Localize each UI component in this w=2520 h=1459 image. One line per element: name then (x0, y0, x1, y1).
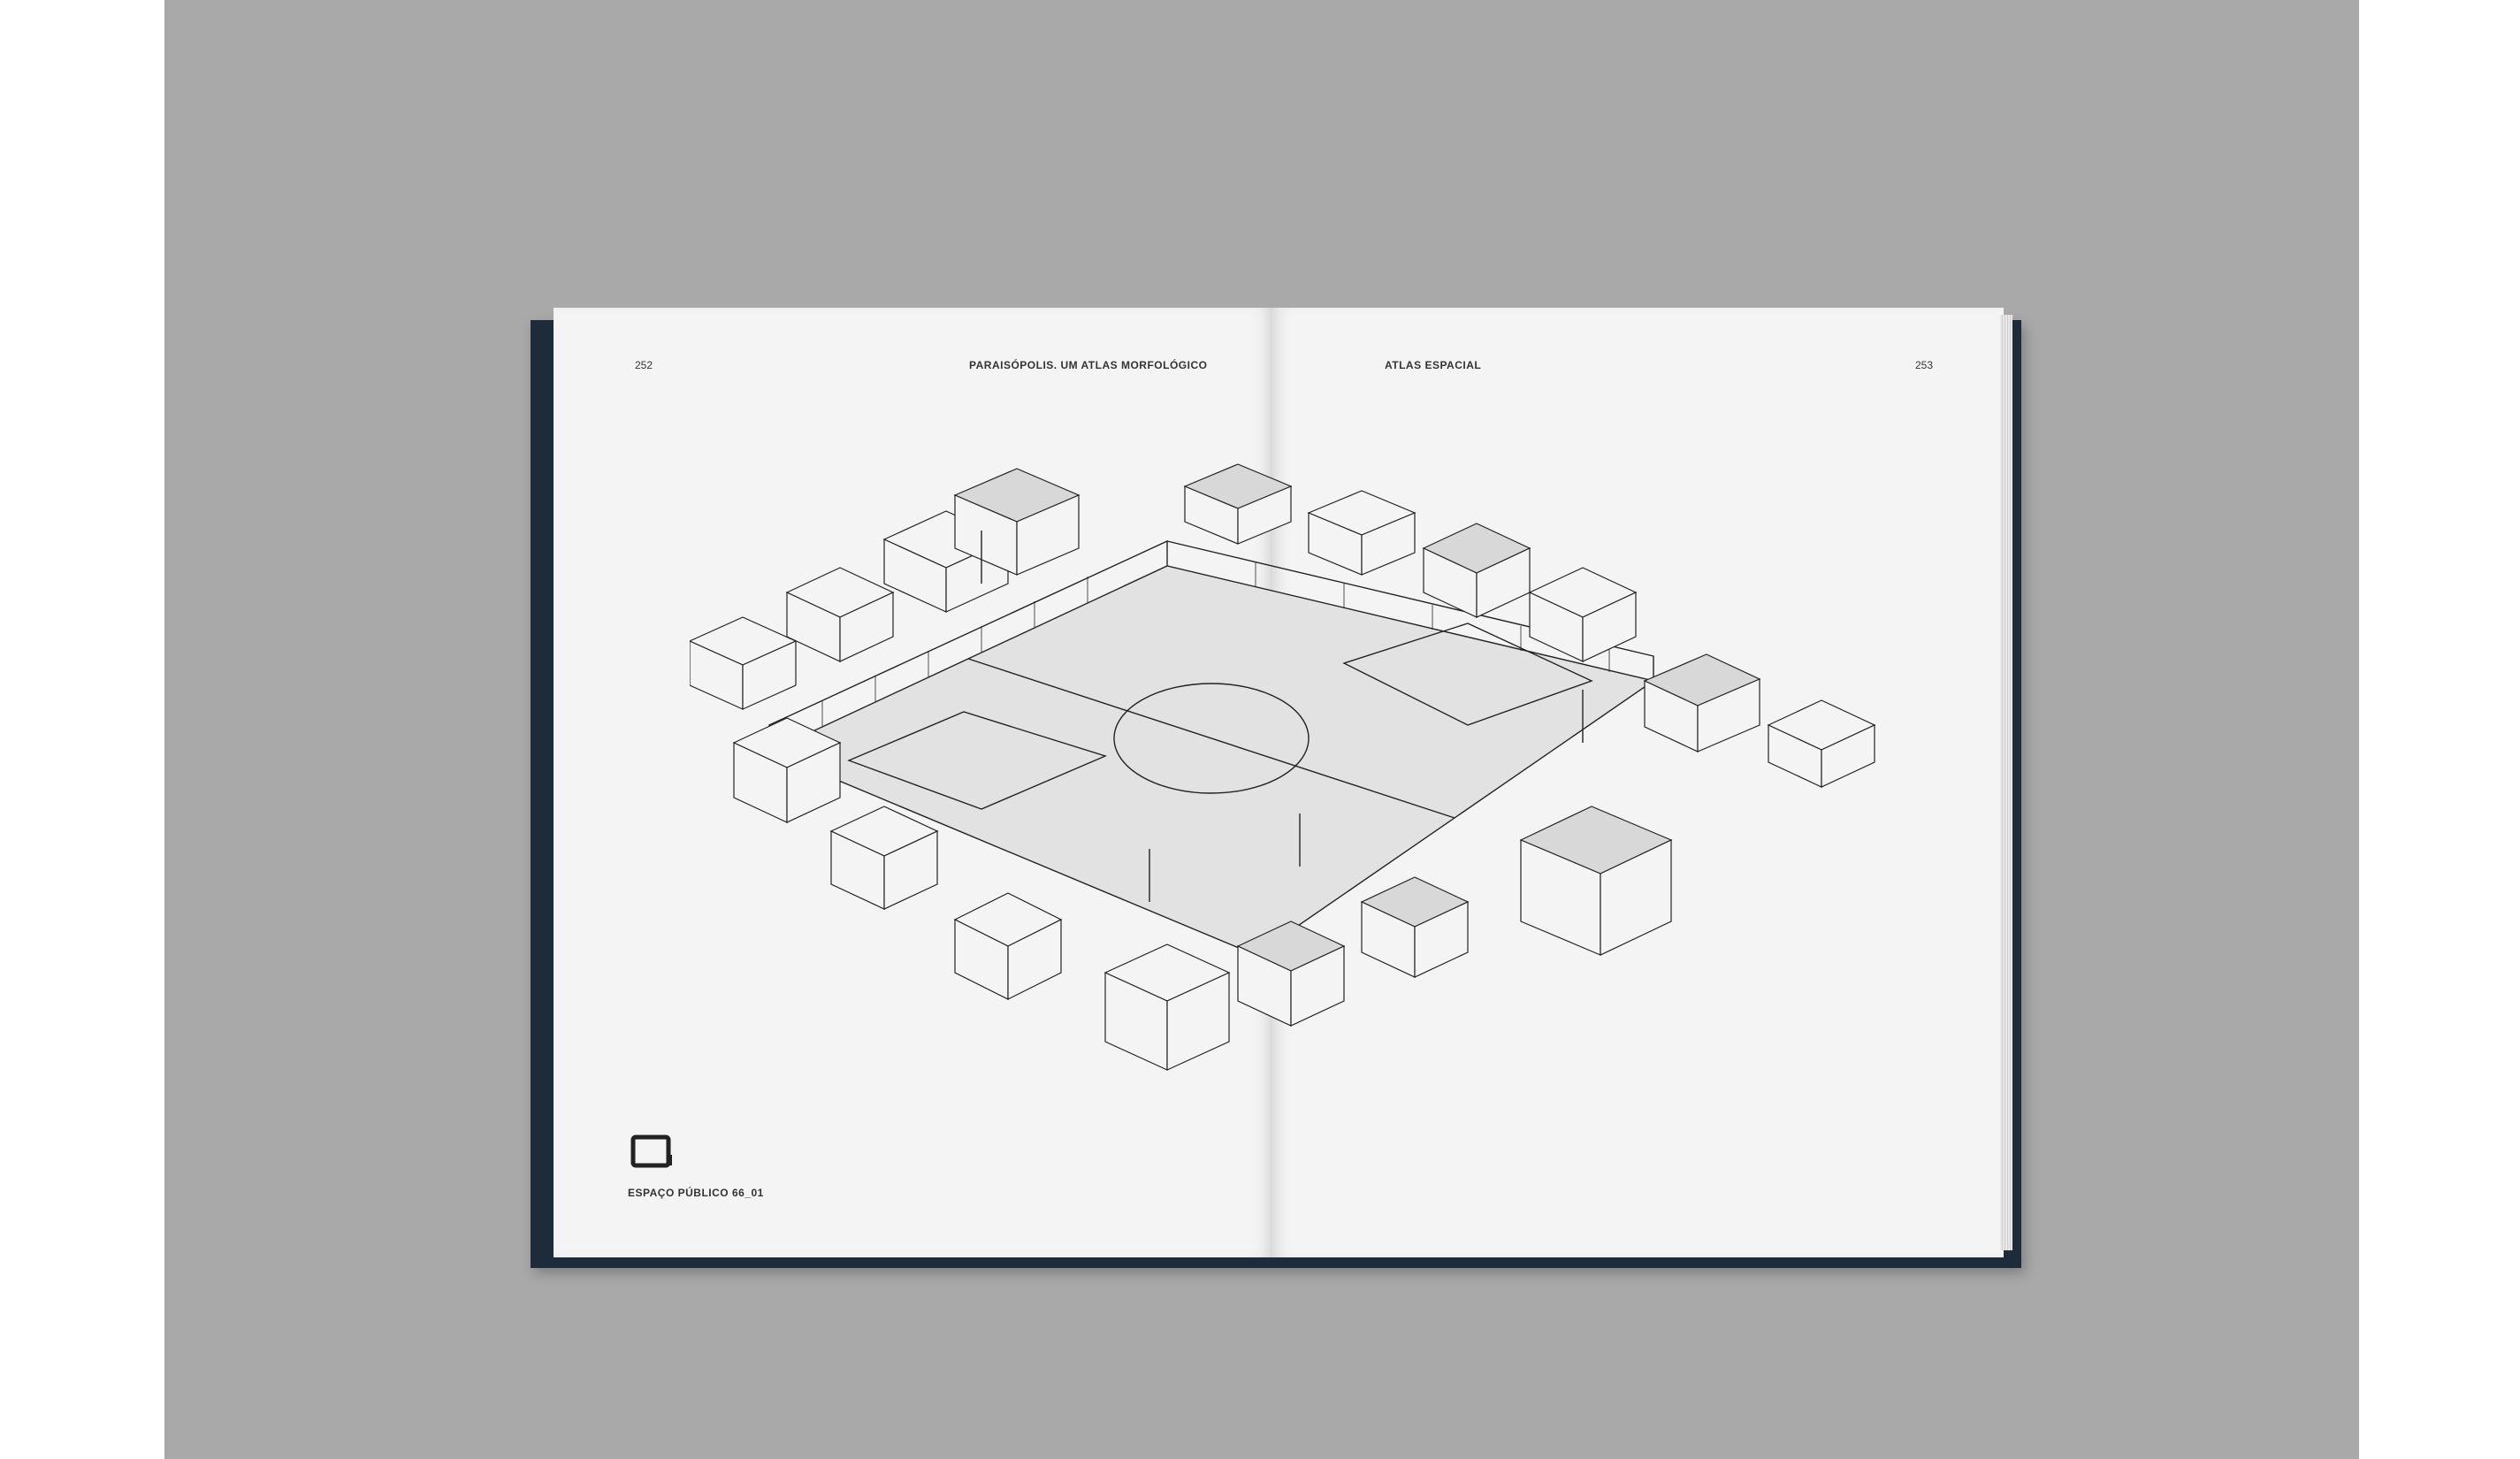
penalty-area-right (1342, 623, 1593, 726)
public-space-square-icon (630, 1134, 672, 1168)
left-running-title: PARAISÓPOLIS. UM ATLAS MORFOLÓGICO (969, 359, 1208, 371)
center-circle (1113, 683, 1310, 794)
right-running-title: ATLAS ESPACIAL (1385, 359, 1482, 371)
figure-caption: ESPAÇO PÚBLICO 66_01 (628, 1187, 764, 1199)
page-edges (2000, 315, 2012, 1250)
halfway-line (967, 658, 1455, 819)
penalty-area-left (847, 711, 1108, 810)
left-page-number: 252 (635, 359, 653, 371)
fence-right (1166, 540, 1654, 681)
right-page-number: 253 (1915, 359, 1934, 371)
isometric-field-drawing (690, 463, 1876, 1071)
